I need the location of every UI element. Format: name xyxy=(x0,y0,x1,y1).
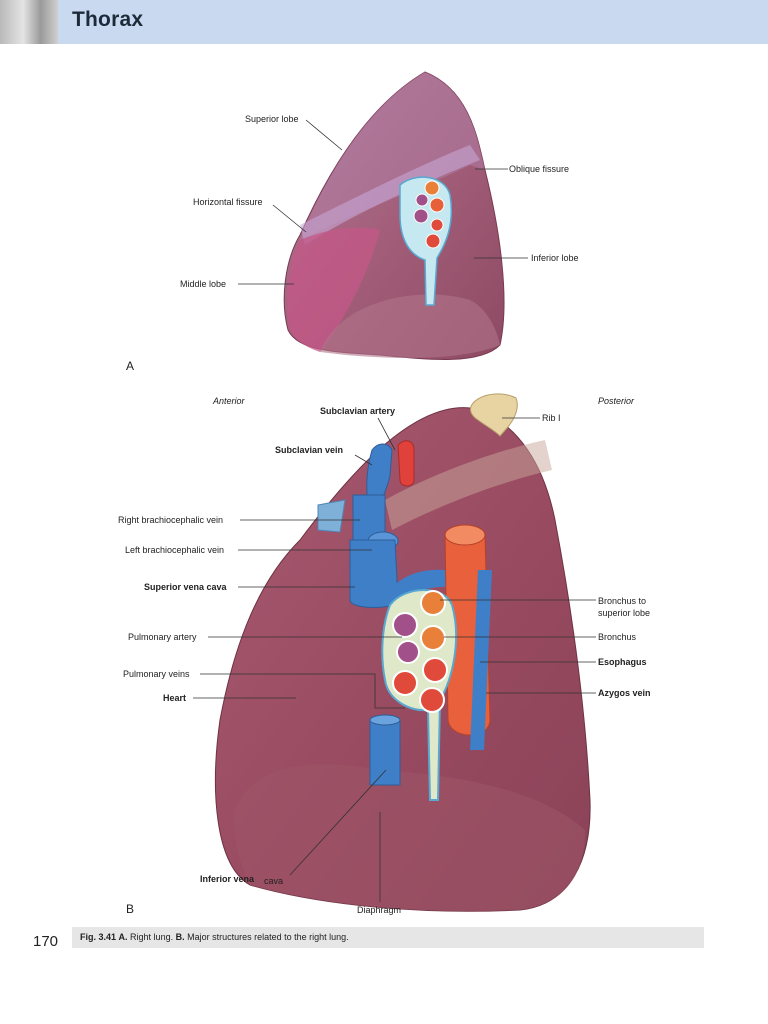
caption-part-b-text: Major structures related to the right lu… xyxy=(187,932,349,942)
label-inferior-vena-cava-1: Inferior vena xyxy=(200,874,255,884)
azygos-vein-shape xyxy=(470,570,492,750)
label-pulmonary-artery: Pulmonary artery xyxy=(128,632,197,642)
rib-1-groove xyxy=(385,440,552,530)
label-diaphragm: Diaphragm xyxy=(357,905,401,915)
caption-figure-number: Fig. 3.41 xyxy=(80,932,117,942)
label-inferior-vena-cava-2: cava xyxy=(264,876,283,886)
label-inferior-lobe: Inferior lobe xyxy=(531,253,579,263)
hilum-a xyxy=(399,176,453,306)
inferior-vena-cava-shape xyxy=(369,719,401,786)
diaphragm-surface-b xyxy=(234,764,585,912)
superior-lobe-region xyxy=(300,72,485,240)
esophagus-lumen xyxy=(444,524,486,546)
label-right-brachiocephalic-vein: Right brachiocephalic vein xyxy=(118,515,223,525)
label-oblique-fissure: Oblique fissure xyxy=(509,164,569,174)
label-left-brachiocephalic-vein: Left brachiocephalic vein xyxy=(125,545,224,555)
chapter-header-bar xyxy=(0,0,768,44)
chapter-title: Thorax xyxy=(72,8,144,31)
label-bronchus-to-superior-lobe-1: Bronchus to xyxy=(598,596,646,606)
label-esophagus: Esophagus xyxy=(598,657,647,667)
figure-b-right-lung-structures: Anterior Posterior xyxy=(118,393,651,916)
label-subclavian-artery: Subclavian artery xyxy=(320,406,395,416)
label-pulmonary-veins: Pulmonary veins xyxy=(123,669,190,679)
label-rib-1: Rib I xyxy=(542,413,561,423)
vessels-b xyxy=(317,440,492,786)
page-number: 170 xyxy=(33,933,59,950)
rib-cage-thumbnail xyxy=(0,0,58,44)
hilum-b xyxy=(381,589,458,801)
label-azygos-vein: Azygos vein xyxy=(598,688,651,698)
label-superior-vena-cava: Superior vena cava xyxy=(144,582,228,592)
horizontal-fissure-band xyxy=(300,145,480,245)
figure-a-right-lung: Superior lobe Oblique fissure Horizontal… xyxy=(126,71,579,373)
diaphragm-surface-a xyxy=(320,294,500,358)
caption-part-a-text: Right lung. xyxy=(130,932,174,942)
label-middle-lobe: Middle lobe xyxy=(180,279,226,289)
label-posterior: Posterior xyxy=(598,396,635,406)
caption-part-b-label: B. xyxy=(175,932,185,942)
rib-1-bone xyxy=(470,393,518,437)
label-horizontal-fissure: Horizontal fissure xyxy=(193,197,263,207)
label-heart: Heart xyxy=(163,693,186,703)
caption-part-a-label: A. xyxy=(118,932,128,942)
figure-caption-bar: Fig. 3.41 A. Right lung. B. Major struct… xyxy=(72,927,704,948)
label-anterior: Anterior xyxy=(212,396,246,406)
label-bronchus-to-superior-lobe-2: superior lobe xyxy=(598,608,650,618)
ivc-lumen xyxy=(369,714,401,726)
panel-label-a: A xyxy=(126,359,134,373)
label-subclavian-vein: Subclavian vein xyxy=(275,445,343,455)
middle-lobe-region xyxy=(287,227,380,352)
subclavian-artery-shape xyxy=(397,440,415,487)
label-bronchus: Bronchus xyxy=(598,632,637,642)
figure-caption: Fig. 3.41 A. Right lung. B. Major struct… xyxy=(80,932,349,942)
panel-label-b: B xyxy=(126,902,134,916)
left-brachiocephalic-vein-shape xyxy=(317,499,346,533)
anatomy-figure: Superior lobe Oblique fissure Horizontal… xyxy=(118,71,651,916)
label-superior-lobe: Superior lobe xyxy=(245,114,299,124)
